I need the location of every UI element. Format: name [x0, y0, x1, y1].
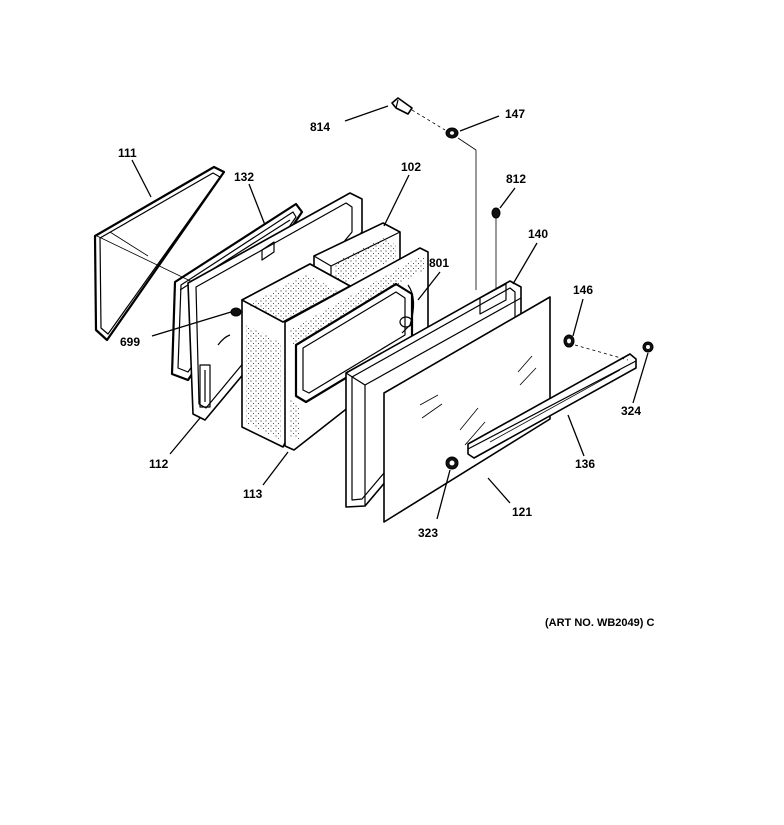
part-801-trim — [399, 284, 415, 334]
callout-121: 121 — [512, 505, 532, 519]
callout-111: 111 — [118, 146, 137, 160]
part-814-screw — [391, 97, 446, 131]
callout-146: 146 — [573, 283, 593, 297]
part-323-end-cap — [445, 456, 459, 470]
callout-699: 699 — [120, 335, 140, 349]
part-812-screw — [491, 207, 501, 288]
callout-140: 140 — [528, 227, 548, 241]
part-121-glass-panel — [383, 296, 551, 523]
callout-102: 102 — [401, 160, 421, 174]
callout-132: 132 — [234, 170, 254, 184]
callout-324: 324 — [621, 404, 641, 418]
part-699-clip — [230, 307, 242, 317]
part-136-handle — [467, 353, 637, 459]
art-number-caption: (ART NO. WB2049) C — [545, 617, 654, 629]
callout-323: 323 — [418, 526, 438, 540]
callout-812: 812 — [506, 172, 526, 186]
part-147-washer — [445, 127, 477, 290]
part-324-end-cap — [642, 341, 654, 353]
part-111-gasket — [93, 165, 233, 342]
callout-136: 136 — [575, 457, 595, 471]
callout-814: 814 — [310, 120, 330, 134]
callout-147: 147 — [505, 107, 525, 121]
part-146-spacer — [563, 334, 629, 361]
callout-801: 801 — [429, 256, 449, 270]
callout-113: 113 — [243, 487, 263, 501]
leader-lines — [131, 105, 649, 520]
callout-112: 112 — [149, 457, 169, 471]
